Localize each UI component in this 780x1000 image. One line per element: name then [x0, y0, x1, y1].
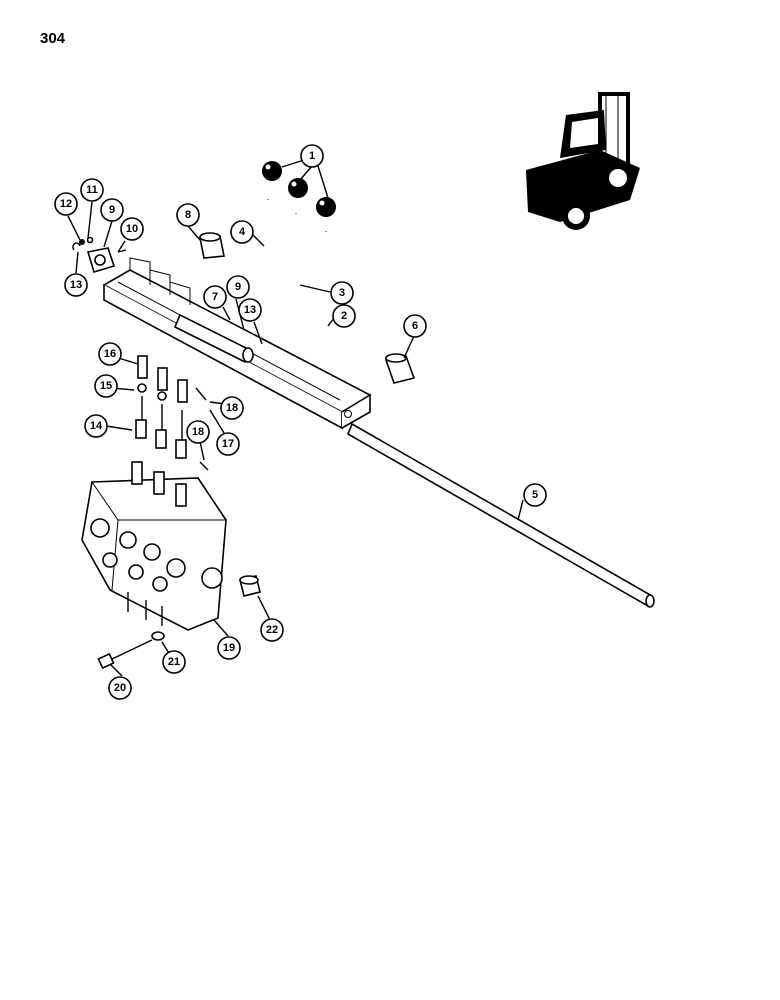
svg-text:11: 11 [86, 184, 98, 196]
svg-text:7: 7 [212, 291, 218, 303]
plug [239, 575, 261, 597]
long-rod [346, 422, 655, 608]
callout-21: 21 [162, 650, 186, 674]
callout-10: 10 [120, 217, 144, 241]
callout-18-lower: 18 [186, 420, 210, 444]
callout-9-upper: 9 [100, 198, 124, 222]
callout-14: 14 [84, 414, 108, 438]
svg-text:21: 21 [168, 656, 180, 668]
svg-text:4: 4 [239, 226, 246, 238]
pivot-sleeve [173, 313, 254, 364]
svg-text:5: 5 [532, 489, 538, 501]
control-valve [81, 461, 227, 631]
svg-text:18: 18 [192, 426, 204, 438]
svg-text:2: 2 [341, 310, 347, 322]
clevis-linkage [135, 355, 209, 471]
svg-text:17: 17 [222, 438, 234, 450]
bolt-and-washer [97, 631, 165, 670]
callout-1: 1 [300, 144, 324, 168]
callout-22: 22 [260, 618, 284, 642]
svg-text:15: 15 [100, 380, 112, 392]
callout-2: 2 [332, 304, 356, 328]
callout-7: 7 [203, 285, 227, 309]
callout-6: 6 [403, 314, 427, 338]
svg-text:13: 13 [70, 279, 82, 291]
svg-text:3: 3 [339, 287, 345, 299]
svg-text:8: 8 [185, 209, 191, 221]
callout-5: 5 [523, 483, 547, 507]
svg-text:9: 9 [235, 281, 241, 293]
mounting-bracket [102, 257, 372, 430]
callout-19: 19 [217, 636, 241, 660]
callout-18-upper: 18 [220, 396, 244, 420]
callout-17: 17 [216, 432, 240, 456]
spacer-tube-8 [199, 232, 225, 259]
callout-3: 3 [330, 281, 354, 305]
svg-text:13: 13 [244, 304, 256, 316]
callout-15: 15 [94, 374, 118, 398]
page-number: 304 [40, 30, 66, 47]
svg-text:12: 12 [60, 198, 72, 210]
svg-text:9: 9 [109, 204, 115, 216]
bearing-plate [72, 236, 127, 273]
svg-text:1: 1 [309, 150, 315, 162]
callout-16: 16 [98, 342, 122, 366]
svg-text:10: 10 [126, 223, 138, 235]
svg-text:22: 22 [266, 624, 278, 636]
callout-13-lower: 13 [238, 298, 262, 322]
spacer-tube-6 [384, 353, 416, 384]
svg-text:16: 16 [104, 348, 116, 360]
svg-text:6: 6 [412, 320, 418, 332]
svg-text:14: 14 [90, 420, 103, 432]
svg-text:18: 18 [226, 402, 238, 414]
svg-text:19: 19 [223, 642, 235, 654]
svg-text:20: 20 [114, 682, 126, 694]
callout-4: 4 [230, 220, 254, 244]
lever-knobs [262, 161, 336, 217]
callout-9-lower: 9 [226, 275, 250, 299]
forklift-thumbnail [526, 92, 640, 230]
callout-12: 12 [54, 192, 78, 216]
callout-8: 8 [176, 203, 200, 227]
callout-11: 11 [80, 178, 104, 202]
callout-20: 20 [108, 676, 132, 700]
callout-13-upper: 13 [64, 273, 88, 297]
